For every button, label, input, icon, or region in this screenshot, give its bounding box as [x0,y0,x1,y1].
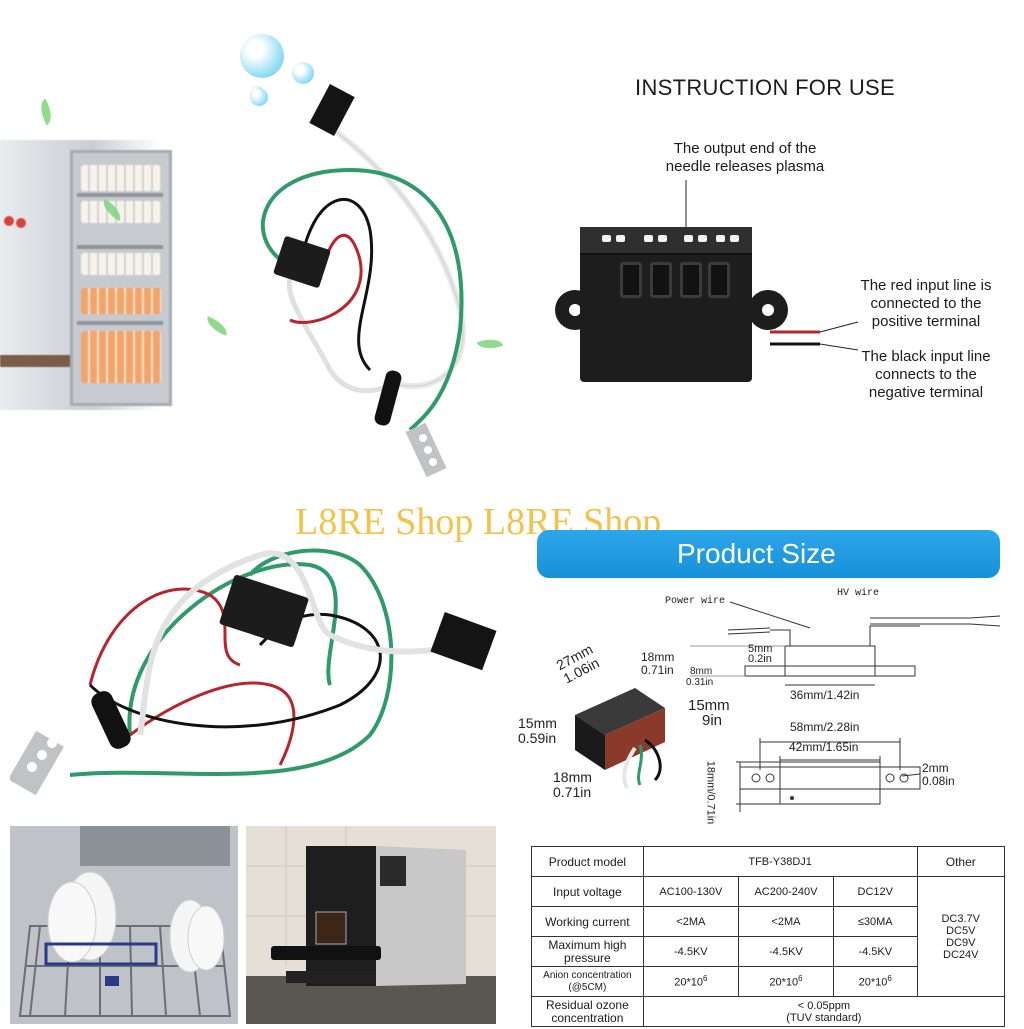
header-max-pressure: Maximum high pressure [531,936,644,967]
leaf-decoration [34,98,58,126]
ionizer-module-drawing [580,227,752,382]
cell-voltage-1: AC100-130V [642,876,739,907]
table-row: Anion concentration (@5CM) 20*106 20*106… [531,966,1005,997]
other-values-cell: DC3.7V DC5V DC9V DC24V [916,876,1005,997]
dim-18mm-iso: 18mm 0.71in [553,769,592,800]
cell-pressure-2: -4.5KV [737,936,835,967]
output-note-line-1: The output end of the [673,140,817,157]
black-note-line-3: negative terminal [868,384,984,401]
disinfection-cabinet-photo [0,140,230,410]
dim-vertical-18mm: 18mm/0.71in [704,760,717,825]
table-row: Maximum high pressure -4.5KV -4.5KV -4.5… [531,936,1005,967]
output-note-line-2: needle releases plasma [665,158,825,175]
table-row: Input voltage AC100-130V AC200-240V DC12… [531,876,1005,997]
cell-voltage-2: AC200-240V [737,876,835,907]
cell-anion-2: 20*106 [737,966,835,997]
red-note-line-2: connected to the [870,295,982,312]
dim-15mm-partial: 15mm 9in [688,697,730,729]
mounting-ear-right [748,290,788,330]
hv-wire-label: HV wire [837,588,880,599]
iso-product-photo [575,688,665,789]
dishwasher-photo [10,826,238,1024]
cell-anion-1: 20*106 [642,966,739,997]
header-product-model: Product model [531,846,644,877]
table-row: Product model TFB-Y38DJ1 Other [531,846,1005,877]
product-size-banner: Product Size [537,530,1000,578]
cell-current-3: ≤30MA [833,906,918,937]
red-note-line-3: positive terminal [871,313,981,330]
output-end-note: The output end of the needle releases pl… [650,140,840,176]
dim-length-36mm: 36mm/1.42in [790,688,860,702]
ionizer-wiring-photo-top [261,84,466,478]
dim-58mm: 58mm/2.28in [790,720,860,734]
specification-table: Product model TFB-Y38DJ1 Other Input vol… [531,846,1006,1027]
cell-anion-3: 20*106 [833,966,918,997]
input-wires-drawing [770,321,859,351]
top-view-dimension-drawing [736,738,921,812]
cell-voltage-3: DC12V [833,876,918,907]
black-note-line-2: connects to the [875,366,977,383]
black-wire-note: The black input line connects to the neg… [846,348,1006,402]
output-leader-line [685,180,687,230]
red-note-line-1: The red input line is [860,277,992,294]
black-note-line-1: The black input line [861,348,991,365]
cell-current-1: <2MA [642,906,739,937]
header-anion-concentration: Anion concentration (@5CM) [531,966,644,997]
red-wire-note: The red input line is connected to the p… [846,277,1006,331]
bubble-decoration [250,88,268,106]
product-model-value: TFB-Y38DJ1 [642,846,918,877]
dim-5mm: 5mm 0.2in [748,643,773,665]
cabinet-body [70,150,172,406]
dim-15mm: 15mm 0.59in [518,715,557,746]
bubble-decoration [292,62,314,84]
dim-42mm: 42mm/1.65in [789,740,859,754]
table-row: Working current <2MA <2MA ≤30MA [531,906,1005,937]
dim-8mm: 8mm 0.31in [686,666,714,688]
cell-pressure-3: -4.5KV [833,936,918,967]
bubble-decoration [240,34,284,78]
header-other: Other [916,846,1005,877]
header-residual-ozone: Residual ozone concentration [531,996,644,1027]
header-input-voltage: Input voltage [531,876,644,907]
header-working-current: Working current [531,906,644,937]
dim-height-18mm: 18mm 0.71in [641,650,675,677]
cell-current-2: <2MA [737,906,835,937]
dim-2mm: 2mm 0.08in [922,761,955,788]
ionizer-wiring-photo-bottom [10,548,497,796]
cell-ozone: < 0.05ppm (TUV standard) [642,996,1006,1027]
side-view-dimension-drawing [690,601,1001,686]
coffee-machine-photo [246,826,496,1024]
power-wire-label: Power wire [665,596,726,607]
cell-pressure-1: -4.5KV [642,936,739,967]
instruction-title: INSTRUCTION FOR USE [635,75,895,100]
table-row: Residual ozone concentration < 0.05ppm (… [531,996,1006,1027]
